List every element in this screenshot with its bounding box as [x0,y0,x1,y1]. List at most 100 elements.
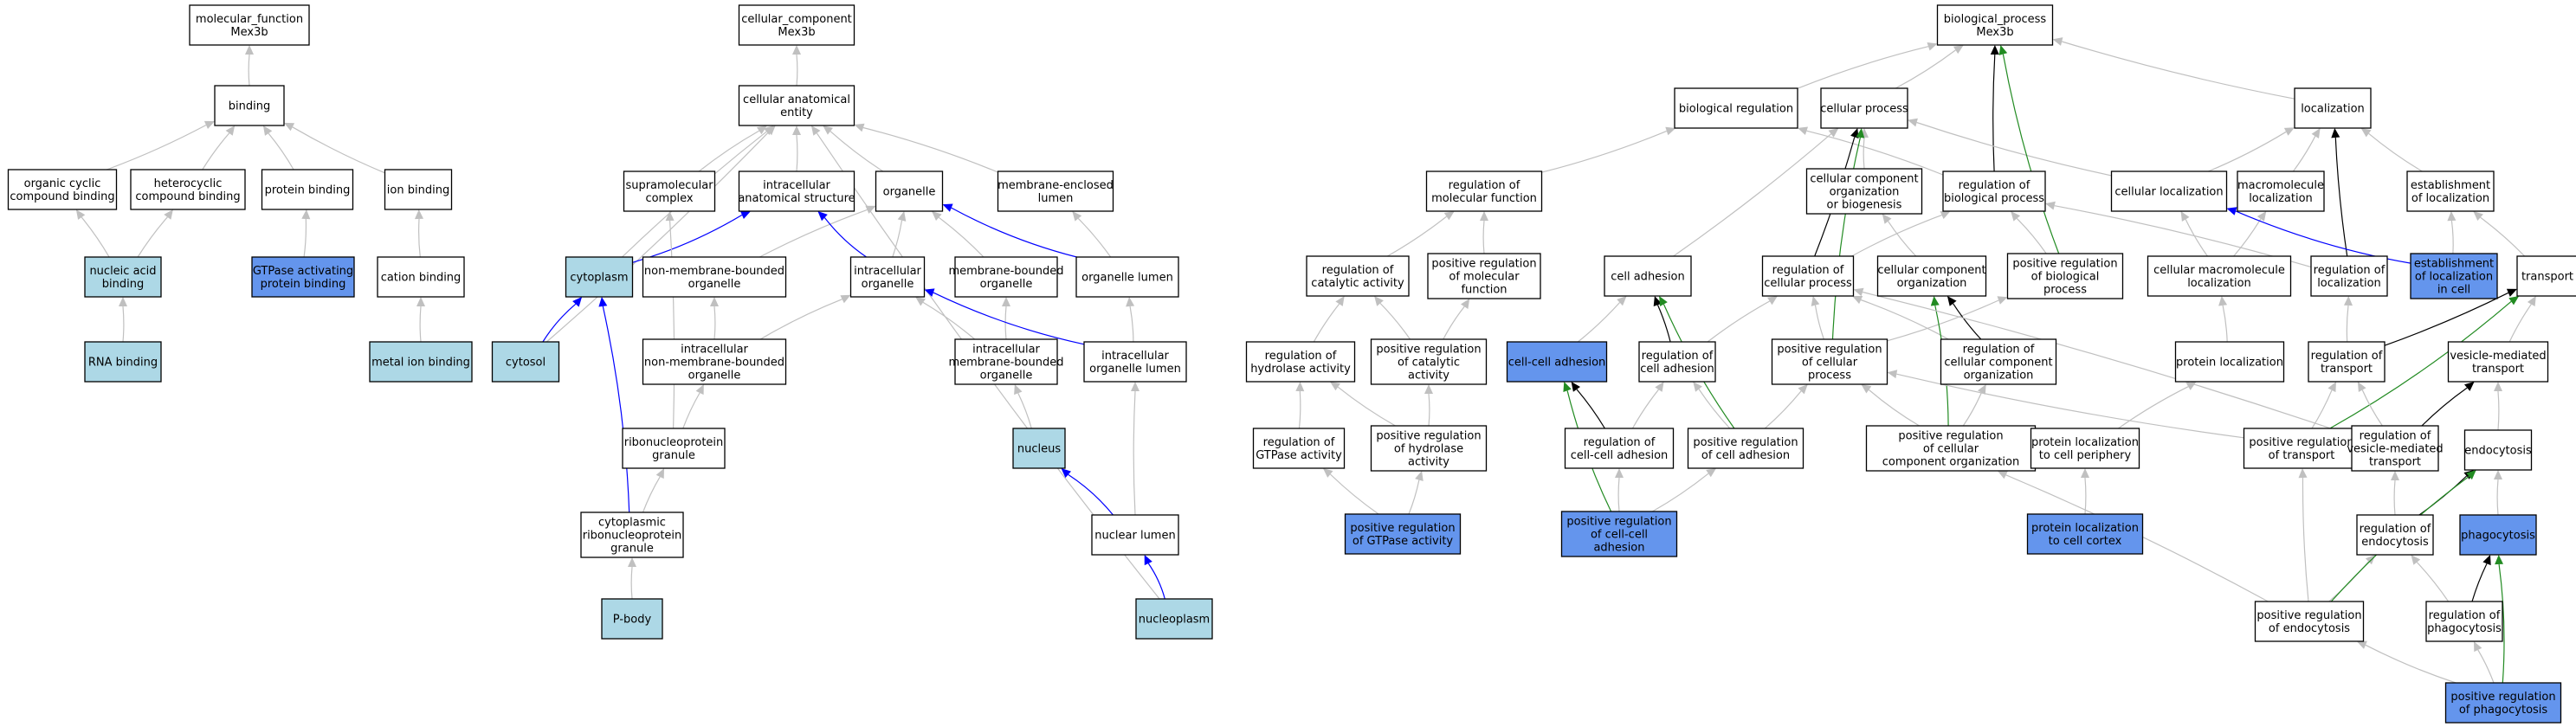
go-term-node-nuclumen[interactable]: nuclear lumen [1091,514,1179,556]
edge-line [2393,479,2396,516]
go-term-node-cytosol[interactable]: cytosol [491,341,560,383]
go-term-box [214,85,285,126]
go-term-node-transport[interactable]: transport [2516,255,2576,297]
edge-line [1860,299,1949,340]
go-term-node-nucleoplasm[interactable]: nucleoplasm [1135,598,1213,640]
edge-isa [2411,555,2450,602]
go-term-node-bioreg[interactable]: biological regulation [1674,87,1798,129]
go-term-node-orglumen[interactable]: organelle lumen [1075,256,1179,298]
edge-isa [1322,468,1379,515]
go-term-node-cellproc[interactable]: cellular process [1820,87,1908,129]
go-term-node-cytoplasm[interactable]: cytoplasm [565,256,634,298]
go-term-node-pbody[interactable]: P-body [601,598,663,640]
go-term-node-organelle[interactable]: organelle [875,170,944,212]
edge-isa [2494,382,2502,431]
go-term-node-ccadh[interactable]: cell-cell adhesion [1506,341,1608,383]
edge-arrowhead [415,209,423,220]
go-term-label: positive regulation [1376,344,1481,357]
edge-line [1698,389,1731,429]
go-term-node-cationbind[interactable]: cation binding [377,256,465,298]
edge-isa [1126,297,1135,343]
go-term-node-protloc[interactable]: protein localization [2174,341,2285,383]
go-term-node-localization[interactable]: localization [2294,87,2372,129]
go-term-node-binding[interactable]: binding [214,85,285,126]
go-term-node-cellloc[interactable]: cellular localization [2110,170,2228,212]
go-term-label: of catalytic [1398,357,1460,370]
edge-line [106,124,207,170]
go-term-node-icnonmemb[interactable]: intracellularnon-membrane-boundedorganel… [642,338,787,385]
edge-arrowhead [262,125,273,136]
edge-arrowhead [810,125,821,136]
go-term-box [369,341,473,383]
go-term-node-phagocytosis[interactable]: phagocytosis [2459,514,2537,556]
go-term-node-nucleus[interactable]: nucleus [1012,428,1066,469]
go-term-node-rnabind[interactable]: RNA binding [84,341,162,383]
go-term-node-endocytosis[interactable]: endocytosis [2463,429,2533,471]
go-term-label: organelle [980,278,1033,291]
edge-isa [1631,382,1664,429]
edge-isa [2311,382,2336,429]
go-term-box [601,598,663,640]
edge-isa [415,209,423,258]
go-term-node-metalion[interactable]: metal ion binding [369,341,473,383]
go-term-node-celladh[interactable]: cell adhesion [1604,255,1692,297]
go-term-node-ionbind[interactable]: ion binding [384,169,453,210]
go-term-node-protbind[interactable]: protein binding [261,169,354,210]
go-term-box [2147,255,2292,297]
